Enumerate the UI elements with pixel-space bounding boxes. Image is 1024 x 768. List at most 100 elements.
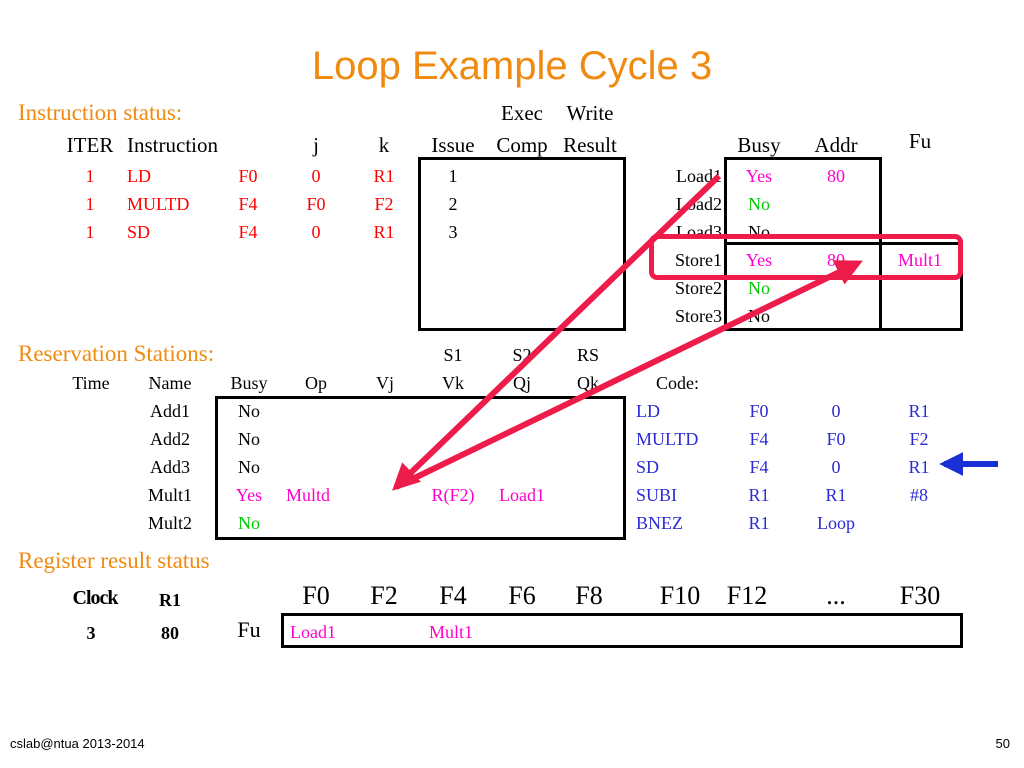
instruction-status-box bbox=[418, 157, 626, 331]
instr-k: F2 bbox=[374, 194, 394, 214]
header-op: Op bbox=[305, 373, 327, 393]
register-f6: F6 bbox=[508, 581, 536, 610]
code-op: LD bbox=[636, 401, 660, 421]
header-rs: RS bbox=[576, 345, 600, 365]
code-arg: F4 bbox=[749, 429, 769, 449]
code-arg: 0 bbox=[831, 401, 841, 421]
instr-op: MULTD bbox=[127, 194, 190, 214]
code-arg: R1 bbox=[748, 513, 770, 533]
buffer-name: Store2 bbox=[675, 278, 722, 298]
r1-label: R1 bbox=[159, 590, 181, 610]
rs-busy: No bbox=[238, 401, 260, 421]
footer-left: cslab@ntua 2013-2014 bbox=[10, 736, 145, 751]
code-op: SD bbox=[636, 457, 660, 477]
code-arg: F2 bbox=[909, 429, 929, 449]
register-f10: F10 bbox=[659, 581, 701, 610]
code-arg: F4 bbox=[749, 457, 769, 477]
code-arg: R1 bbox=[825, 485, 847, 505]
rs-name: Mult2 bbox=[147, 513, 193, 533]
header-vj: Vj bbox=[376, 373, 394, 393]
instr-iter: 1 bbox=[85, 166, 95, 186]
buffer-name: Load2 bbox=[676, 194, 722, 214]
header-j: j bbox=[313, 133, 319, 157]
rs-busy: No bbox=[238, 513, 260, 533]
buffer-busy: No bbox=[748, 194, 770, 214]
rs-qj: Load1 bbox=[499, 485, 545, 505]
code-op: BNEZ bbox=[636, 513, 683, 533]
instr-j: 0 bbox=[311, 166, 321, 186]
fu-label: Fu bbox=[237, 617, 261, 642]
header-busy: Busy bbox=[737, 133, 781, 157]
header-comp: Comp bbox=[496, 133, 548, 157]
register-fu-f0: Load1 bbox=[290, 622, 336, 642]
header-s2: S2 bbox=[512, 345, 532, 365]
register-f12: F12 bbox=[726, 581, 768, 610]
header-issue: Issue bbox=[431, 133, 475, 157]
buffer-busy: Yes bbox=[745, 166, 773, 186]
header-result: Result bbox=[563, 133, 617, 157]
header-vk: Vk bbox=[442, 373, 464, 393]
buffer-name: Store3 bbox=[675, 306, 722, 326]
buffer-fu: Mult1 bbox=[897, 250, 943, 270]
code-op: SUBI bbox=[636, 485, 678, 505]
instr-iter: 1 bbox=[85, 222, 95, 242]
code-arg: R1 bbox=[748, 485, 770, 505]
instr-iter: 1 bbox=[85, 194, 95, 214]
register-ellipsis: ... bbox=[826, 581, 846, 610]
instr-dest: F4 bbox=[238, 222, 258, 242]
register-fu-box bbox=[281, 613, 963, 648]
code-arg: 0 bbox=[831, 457, 841, 477]
header-instruction: Instruction bbox=[127, 133, 218, 157]
header-rs-busy: Busy bbox=[230, 373, 268, 393]
header-qj: Qj bbox=[513, 373, 531, 393]
code-op: MULTD bbox=[636, 429, 699, 449]
clock-label: Clock bbox=[72, 587, 119, 609]
instr-k: R1 bbox=[373, 222, 395, 242]
code-arg: F0 bbox=[826, 429, 846, 449]
register-f2: F2 bbox=[370, 581, 398, 610]
instr-dest: F0 bbox=[238, 166, 258, 186]
clock-value: 3 bbox=[86, 623, 96, 643]
buffer-name: Load1 bbox=[676, 166, 722, 186]
store-fu-divider bbox=[879, 242, 882, 331]
instruction-status-label: Instruction status: bbox=[18, 100, 183, 125]
header-qk: Qk bbox=[577, 373, 599, 393]
instr-k: R1 bbox=[373, 166, 395, 186]
rs-busy: Yes bbox=[235, 485, 263, 505]
r1-value: 80 bbox=[161, 623, 179, 643]
reservation-stations-label: Reservation Stations: bbox=[18, 341, 215, 366]
buffer-addr: 80 bbox=[827, 166, 845, 186]
instr-op: SD bbox=[127, 222, 151, 242]
store1-highlight bbox=[649, 234, 963, 280]
header-addr: Addr bbox=[814, 133, 858, 157]
rs-busy: No bbox=[238, 429, 260, 449]
register-f30: F30 bbox=[899, 581, 941, 610]
rs-name: Add3 bbox=[150, 457, 190, 477]
code-arg: Loop bbox=[817, 513, 855, 533]
header-s1: S1 bbox=[443, 345, 463, 365]
page-number: 50 bbox=[995, 736, 1010, 751]
header-iter: ITER bbox=[66, 133, 114, 157]
header-fu: Fu bbox=[908, 129, 932, 153]
header-write: Write bbox=[566, 101, 614, 125]
header-k: k bbox=[378, 133, 390, 157]
code-arg: F0 bbox=[749, 401, 769, 421]
rs-name: Add1 bbox=[150, 401, 190, 421]
rs-busy: No bbox=[238, 457, 260, 477]
instr-j: F0 bbox=[306, 194, 326, 214]
header-time: Time bbox=[72, 373, 110, 393]
rs-name: Add2 bbox=[150, 429, 190, 449]
slide-title: Loop Example Cycle 3 bbox=[311, 44, 713, 88]
rs-vk: R(F2) bbox=[431, 485, 475, 505]
rs-op: Multd bbox=[285, 485, 331, 505]
header-code: Code: bbox=[656, 373, 699, 393]
load-buffer-box bbox=[724, 157, 882, 245]
register-f8: F8 bbox=[575, 581, 603, 610]
register-f4: F4 bbox=[439, 581, 467, 610]
register-f0: F0 bbox=[302, 581, 330, 610]
register-fu-f4: Mult1 bbox=[429, 622, 474, 642]
code-arg: R1 bbox=[908, 457, 930, 477]
instr-j: 0 bbox=[311, 222, 321, 242]
instr-op: LD bbox=[127, 166, 151, 186]
rs-name: Mult1 bbox=[147, 485, 193, 505]
